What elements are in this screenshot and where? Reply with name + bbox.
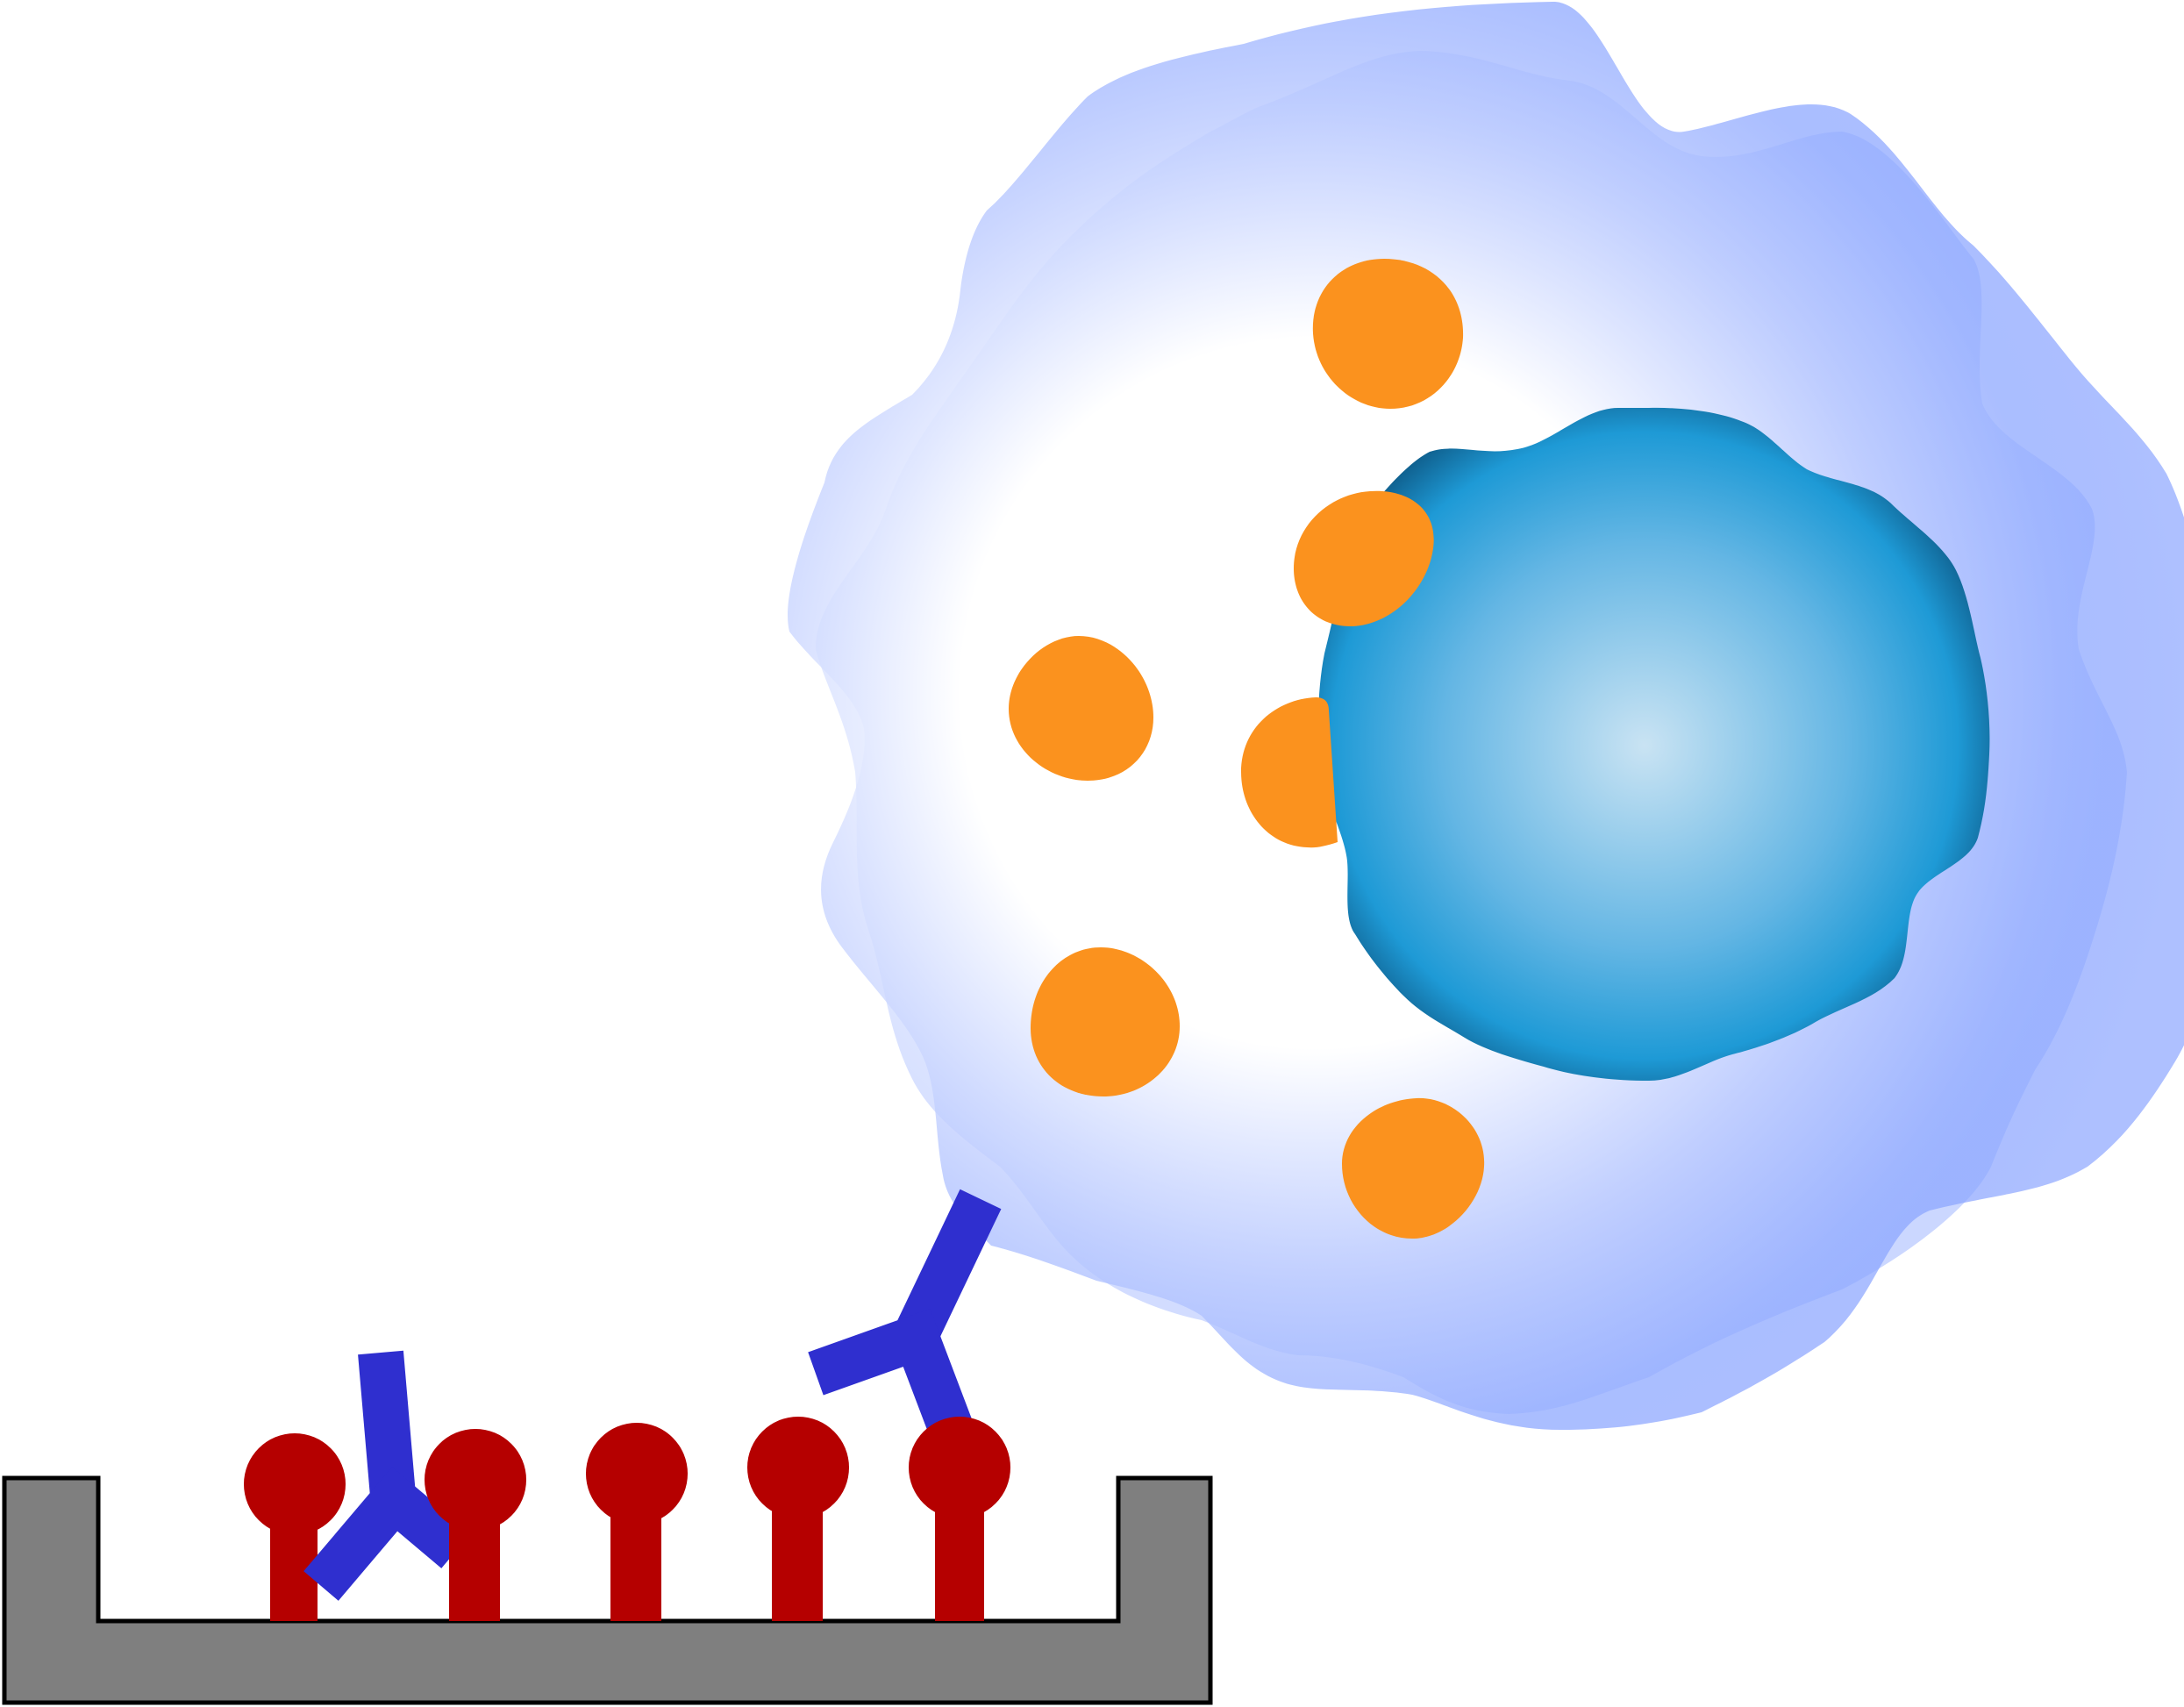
granule-1 xyxy=(1312,259,1464,409)
cell-nucleus xyxy=(1317,407,1990,1081)
granule-5 xyxy=(1031,947,1180,1096)
granule-2 xyxy=(1294,490,1434,627)
antigen-4 xyxy=(747,1417,849,1621)
granule-4 xyxy=(1241,697,1338,848)
antigen-1 xyxy=(244,1433,346,1621)
granule-3 xyxy=(1009,636,1153,781)
antigen-2 xyxy=(425,1429,526,1621)
immune-cell xyxy=(788,1,2184,1430)
bound-antibody xyxy=(303,1350,471,1601)
granule-6 xyxy=(1342,1097,1485,1239)
antigen-5 xyxy=(909,1417,1010,1621)
well-plate xyxy=(2,1475,1213,1705)
antigen-3 xyxy=(586,1423,688,1621)
